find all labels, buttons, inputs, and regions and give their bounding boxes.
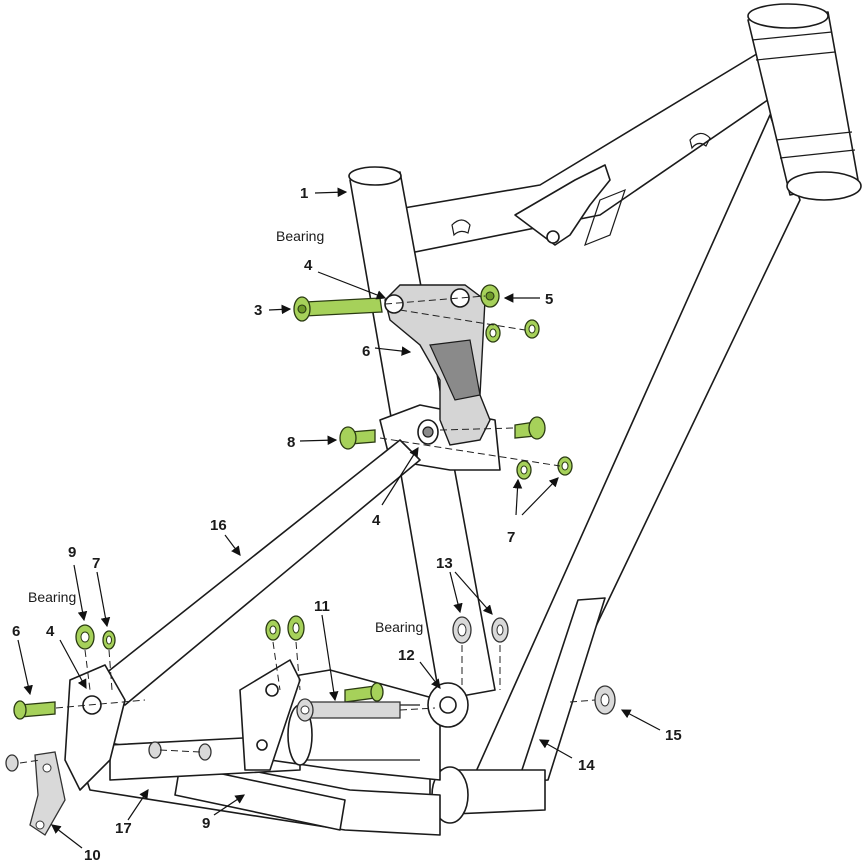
label-11: 11 (314, 598, 330, 615)
bolt-8-head (339, 426, 357, 450)
shock-mount-bolt (546, 230, 560, 244)
leader-arrows (17, 187, 661, 849)
label-10: 10 (84, 847, 101, 864)
callout-labels: 1 3 Bearing 4 5 6 8 4 7 16 9 7 Bearing 4… (12, 185, 682, 864)
shock-mount-gusset (584, 188, 626, 247)
assembly-lines (19, 295, 596, 764)
label-3: 3 (254, 302, 262, 319)
down-tube-protector (517, 597, 606, 783)
head-tube-top (747, 3, 829, 29)
rear-triangle (64, 439, 469, 836)
cable-guide-top (689, 132, 711, 150)
seat-stay (89, 439, 421, 706)
derailleur-hanger-bolt (5, 754, 19, 772)
label-15: 15 (665, 727, 682, 744)
label-17: 17 (115, 820, 132, 837)
drive-plate-bolt-2 (256, 739, 268, 751)
chain-stay-inner (174, 764, 346, 831)
rocker-link-shadow (429, 339, 481, 401)
head-tube-rings (751, 31, 856, 159)
derailleur-hanger-10 (29, 751, 66, 836)
dropout-bolt-6-head (13, 700, 27, 720)
label-14: 14 (578, 757, 595, 774)
label-16: 16 (210, 517, 227, 534)
seat-tube-top (348, 166, 402, 186)
rocker-bearing-lower-core (422, 426, 434, 438)
drive-plate-bolt (265, 683, 279, 697)
head-tube-bottom (786, 171, 862, 201)
label-1: 1 (300, 185, 308, 202)
label-4-upper: 4 (304, 257, 313, 274)
label-12: 12 (398, 647, 415, 664)
label-bearing-left: Bearing (28, 589, 76, 605)
drive-side-plate (239, 659, 301, 771)
label-bearing-upper: Bearing (276, 228, 324, 244)
chainstay-fitting-a (148, 741, 162, 759)
label-bearing-bb: Bearing (375, 619, 423, 635)
label-4-left: 4 (46, 623, 55, 640)
rocker-link (384, 284, 491, 446)
bolt-right-head (528, 416, 546, 440)
label-9-chainstay: 9 (202, 815, 210, 832)
label-6-rocker: 6 (362, 343, 370, 360)
hardware (13, 284, 573, 720)
label-8: 8 (287, 434, 295, 451)
pivot-axle-3-socket (297, 304, 307, 314)
rocker-link-body (384, 284, 491, 446)
label-7-right: 7 (507, 529, 515, 546)
label-6-left: 6 (12, 623, 20, 640)
label-4-lower: 4 (372, 512, 381, 529)
label-13: 13 (436, 555, 453, 572)
chainstay-fitting-b (198, 743, 212, 761)
label-5: 5 (545, 291, 553, 308)
rear-dropout (64, 664, 126, 791)
cable-guide-seat (451, 219, 471, 237)
top-tube (391, 51, 776, 256)
main-pivot-axle-11 (304, 701, 401, 719)
label-7-left: 7 (92, 555, 100, 572)
shock-mount (514, 164, 611, 246)
label-9-left: 9 (68, 544, 76, 561)
bb-pivot-bearing (439, 696, 457, 714)
rocker-bearing-upper-right (450, 288, 470, 308)
pivot-axle-3 (304, 297, 383, 317)
